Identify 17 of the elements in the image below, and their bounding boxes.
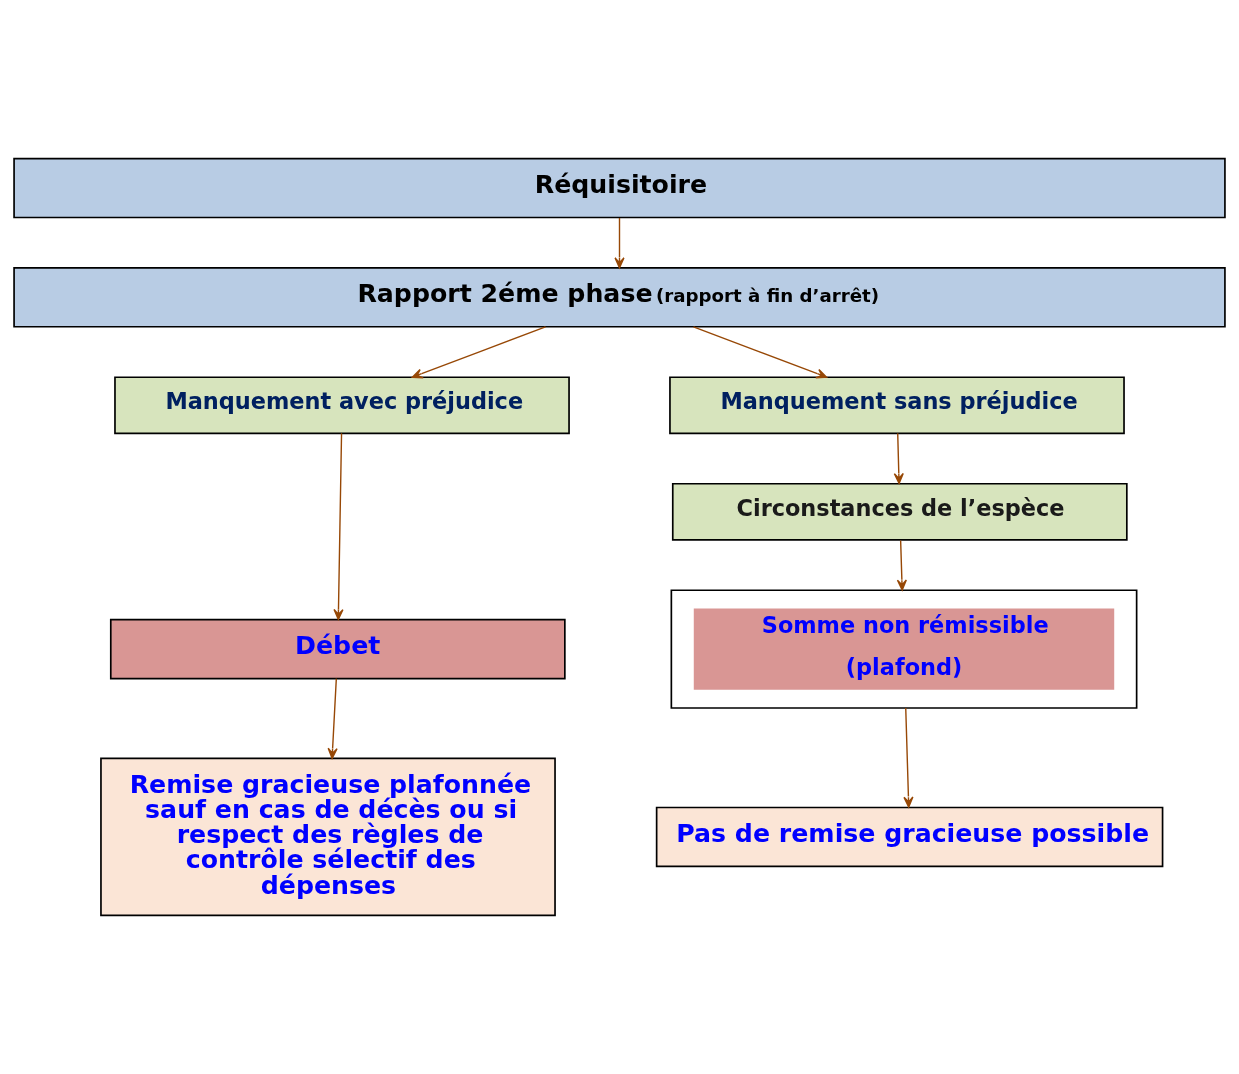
node-box: Manquement sans préjudice xyxy=(669,376,1125,435)
arrow xyxy=(903,707,914,808)
arrow xyxy=(692,326,828,379)
node-box: Rapport 2éme phase(rapport à fin d’arrêt) xyxy=(13,267,1226,328)
node-box: Somme non rémissible (plafond) xyxy=(670,589,1138,709)
arrow xyxy=(411,326,547,379)
node-box: Manquement avec préjudice xyxy=(114,376,570,435)
arrow xyxy=(893,432,904,485)
arrow xyxy=(327,677,338,759)
node-box: Circonstances de l’espèce xyxy=(671,482,1128,541)
arrow xyxy=(614,217,625,269)
arrow xyxy=(896,539,907,591)
node-box: Débet xyxy=(109,618,566,680)
node-box: Pas de remise gracieuse possible xyxy=(655,806,1164,868)
arrow xyxy=(333,432,344,621)
node-box: Réquisitoire xyxy=(13,157,1226,219)
node-box: Remise gracieuse plafonnée sauf en cas de décès ou si respect des règles de contrôle sélectif des dépenses xyxy=(100,757,556,917)
